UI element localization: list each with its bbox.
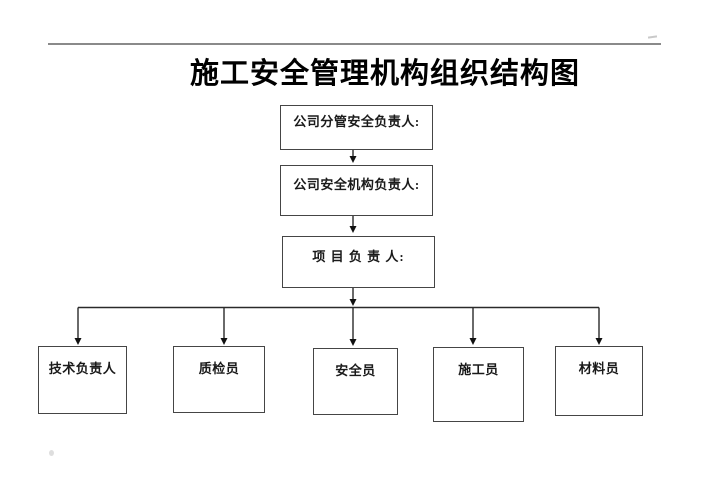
node-material-clerk: 材料员: [555, 346, 643, 416]
arrowhead-chain3: [349, 226, 357, 233]
node-label: 安全员: [335, 363, 376, 378]
node-label: 公司安全机构负责人:: [293, 177, 420, 192]
node-label: 施工员: [458, 362, 499, 377]
connector-arrowheads: [74, 156, 603, 346]
node-company-safety-supervisor: 公司分管安全负责人:: [280, 105, 433, 150]
arrowhead-leaf2: [220, 338, 228, 345]
arrowhead-leaf3: [349, 339, 357, 346]
arrowhead-chain2: [349, 156, 357, 163]
node-quality-inspector: 质检员: [173, 346, 265, 413]
node-technical-director: 技术负责人: [38, 346, 127, 414]
node-company-safety-org-head: 公司安全机构负责人:: [280, 165, 433, 216]
node-label: 材料员: [578, 361, 620, 376]
diagram-title: 施工安全管理机构组织结构图: [189, 58, 580, 90]
node-label: 技术负责人: [48, 361, 117, 376]
node-label: 项 目 负 责 人:: [312, 249, 405, 264]
node-project-manager: 项 目 负 责 人:: [282, 236, 435, 288]
header-rule: [48, 43, 661, 45]
arrowhead-branch: [349, 299, 357, 306]
arrowhead-leaf1: [74, 338, 82, 345]
arrowhead-leaf4: [469, 338, 477, 345]
node-construction-officer: 施工员: [433, 347, 524, 422]
arrowhead-leaf5: [595, 338, 603, 345]
node-safety-officer: 安全员: [313, 348, 398, 415]
node-label: 公司分管安全负责人:: [293, 114, 420, 129]
stray-mark-bottom-left: [49, 450, 54, 456]
node-label: 质检员: [198, 361, 240, 376]
